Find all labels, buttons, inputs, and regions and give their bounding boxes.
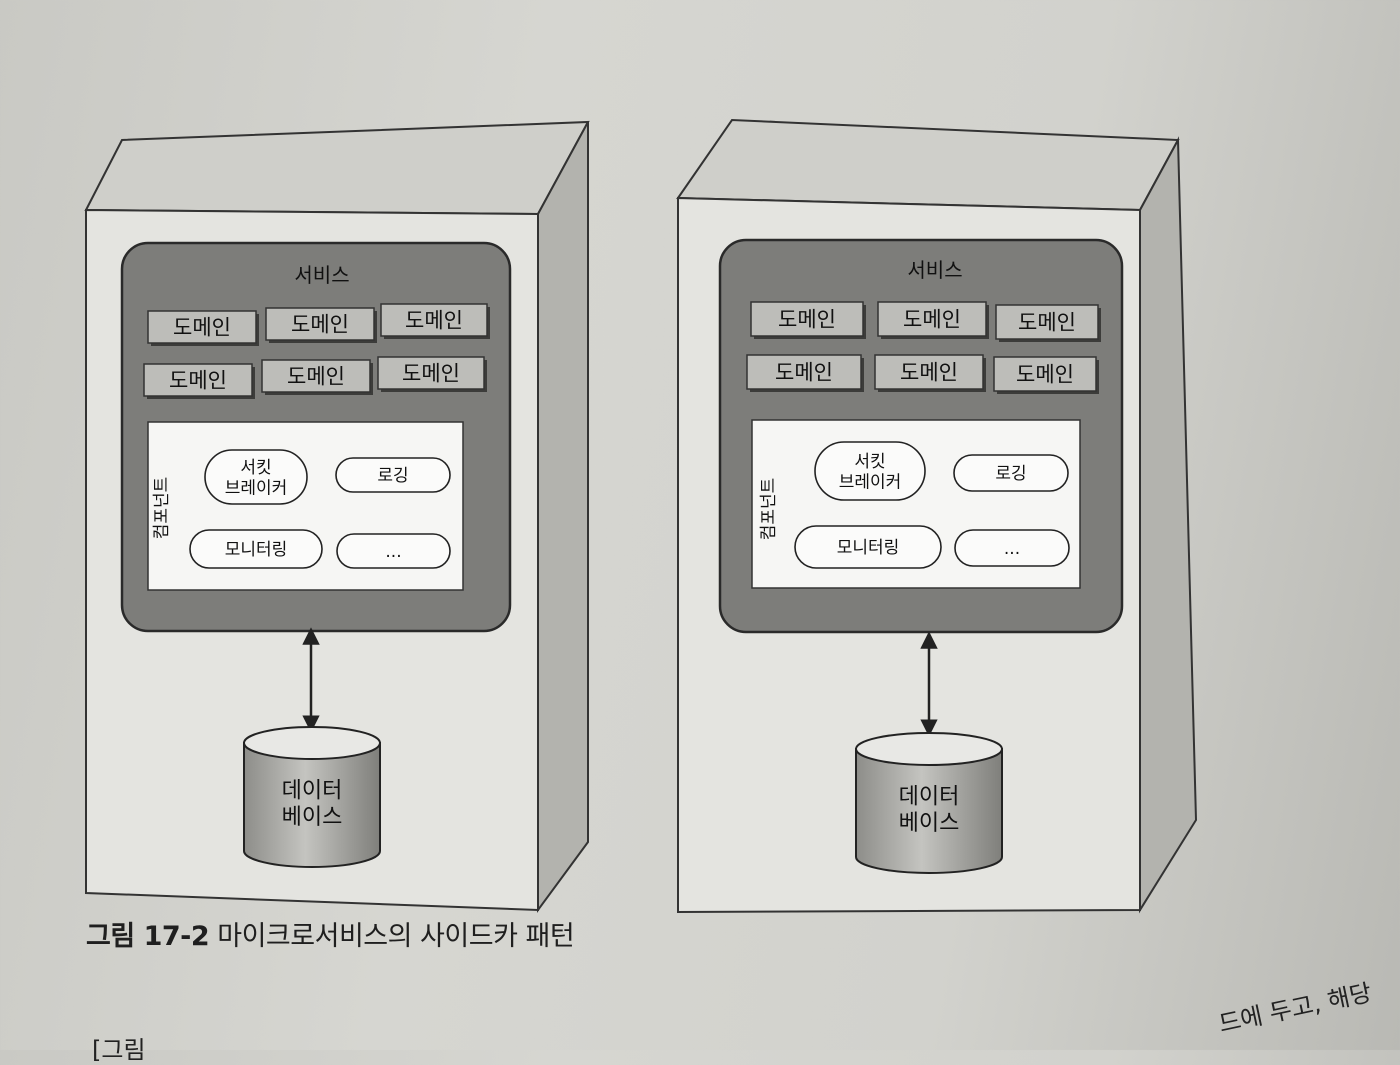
footer-text-left: [그림 — [92, 1036, 146, 1064]
domain-label: 도메인 — [291, 313, 349, 337]
domain-box — [874, 354, 984, 390]
component-label: 로깅 — [995, 464, 1026, 484]
figure-title: 마이크로서비스의 사이드카 패턴 — [217, 921, 575, 952]
domain-label: 도메인 — [173, 316, 231, 340]
domain-box — [143, 363, 253, 397]
domain-label: 도메인 — [405, 309, 463, 333]
figure-number: 그림 17-2 — [86, 921, 210, 952]
domain-label: 도메인 — [169, 369, 227, 393]
box-top-face — [84, 120, 590, 216]
domain-label: 도메인 — [1016, 363, 1074, 387]
component-pill — [204, 449, 308, 505]
box-side-face — [537, 121, 589, 914]
service-title: 서비스 — [907, 258, 962, 282]
database-cylinder — [855, 748, 1003, 874]
component-pill — [189, 529, 323, 569]
component-label: 모니터링 — [837, 538, 900, 558]
component-label: ... — [1004, 539, 1020, 559]
component-label: 로깅 — [377, 466, 408, 486]
domain-label: 도메인 — [287, 365, 345, 389]
database-top — [855, 732, 1003, 766]
component-label: ... — [385, 542, 401, 562]
component-label: 모니터링 — [225, 540, 288, 560]
domain-label: 도메인 — [903, 308, 961, 332]
component-pill — [335, 457, 451, 493]
domain-box — [877, 301, 987, 337]
domain-box — [261, 359, 371, 393]
domain-box — [746, 354, 862, 390]
domain-label: 도메인 — [1018, 311, 1076, 335]
figure-caption: 그림 17-2 마이크로서비스의 사이드카 패턴 — [86, 914, 575, 953]
component-pill — [336, 533, 451, 569]
domain-box — [380, 303, 488, 337]
domain-box — [750, 301, 864, 337]
component-pill — [814, 441, 926, 501]
domain-label: 도메인 — [775, 361, 833, 385]
domain-label: 도메인 — [900, 361, 958, 385]
domain-box — [265, 307, 375, 341]
component-pill — [794, 525, 942, 569]
components-label: 컴포넌트 — [152, 477, 172, 540]
service-title: 서비스 — [294, 263, 349, 287]
database-cylinder — [243, 742, 381, 868]
components-label: 컴포넌트 — [759, 478, 779, 541]
domain-label: 도메인 — [402, 362, 460, 386]
component-pill — [953, 454, 1069, 492]
domain-label: 도메인 — [778, 308, 836, 332]
domain-box — [147, 310, 257, 344]
domain-box — [995, 304, 1099, 340]
component-pill — [954, 529, 1070, 567]
box-top-face — [676, 118, 1180, 212]
database-top — [243, 726, 381, 760]
domain-box — [377, 356, 485, 390]
box-side-face — [1139, 136, 1198, 914]
domain-box — [993, 356, 1097, 392]
